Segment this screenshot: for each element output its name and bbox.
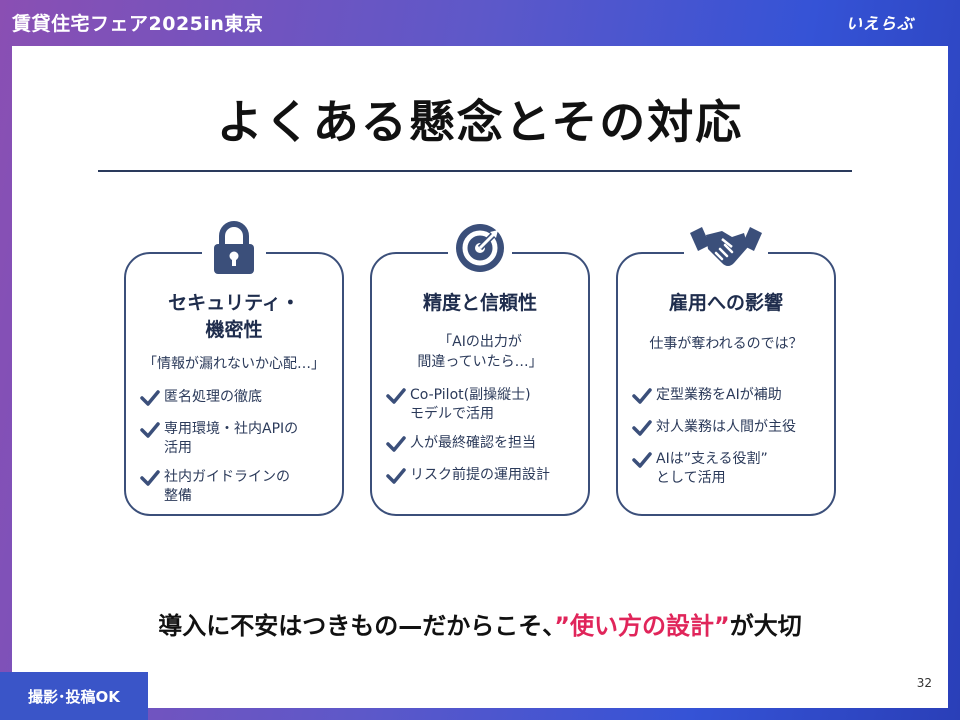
slide-title: よくある懸念とその対応 — [216, 95, 744, 149]
title-divider — [98, 170, 852, 172]
check-icon — [386, 468, 410, 488]
list-item: 専用環境・社内APIの 活用 — [140, 420, 334, 458]
list-item: 対人業務は人間が主役 — [632, 418, 826, 440]
list-item-text: 専用環境・社内APIの 活用 — [164, 421, 299, 456]
footer-message: 導入に不安はつきもの—だからこそ、”使い方の設計”が大切 — [12, 606, 948, 641]
card-accuracy: 精度と信頼性 「AIの出力が 間違っていたら…」 Co-Pilot(副操縦士) … — [370, 216, 590, 516]
list-item-text: 社内ガイドラインの 整備 — [164, 469, 290, 504]
list-item-text: AIは”支える役割” として活用 — [656, 451, 768, 486]
list-item-text: 人が最終確認を担当 — [410, 435, 536, 451]
photo-ok-badge: 撮影･投稿OK — [0, 672, 148, 720]
card-title: セキュリティ・ 機密性 — [168, 292, 300, 341]
list-item-text: 定型業務をAIが補助 — [656, 387, 782, 403]
target-icon — [448, 216, 512, 280]
list-item: 匿名処理の徹底 — [140, 388, 334, 410]
card-subtitle: 「AIの出力が 間違っていたら…」 — [417, 334, 543, 370]
bottom-strip — [148, 708, 960, 720]
footer-text-after: が大切 — [729, 612, 802, 640]
check-icon — [140, 390, 164, 410]
checklist: 定型業務をAIが補助 対人業務は人間が主役 AIは”支える役割” として活用 — [632, 386, 826, 498]
check-icon — [140, 422, 164, 442]
list-item: リスク前提の運用設計 — [386, 466, 580, 488]
list-item-text: 対人業務は人間が主役 — [656, 419, 796, 435]
list-item: 人が最終確認を担当 — [386, 434, 580, 456]
checklist: 匿名処理の徹底 専用環境・社内APIの 活用 社内ガイドラインの 整備 — [140, 388, 334, 516]
footer-highlight: ”使い方の設計” — [554, 612, 730, 640]
handshake-icon — [684, 216, 768, 280]
slide-panel: よくある懸念とその対応 セキュリティ・ 機密性 「情報が漏れないか心配…」 匿名… — [12, 46, 948, 708]
card-title: 精度と信頼性 — [422, 292, 537, 314]
list-item-text: 匿名処理の徹底 — [164, 389, 262, 405]
card-employment: 雇用への影響 仕事が奪われるのでは？ 定型業務をAIが補助 対人業務は人間が主役… — [616, 216, 836, 516]
list-item-text: Co-Pilot(副操縦士) モデルで活用 — [410, 387, 531, 422]
list-item-text: リスク前提の運用設計 — [410, 467, 550, 483]
check-icon — [140, 470, 164, 490]
list-item: Co-Pilot(副操縦士) モデルで活用 — [386, 386, 580, 424]
list-item: AIは”支える役割” として活用 — [632, 450, 826, 488]
list-item: 定型業務をAIが補助 — [632, 386, 826, 408]
card-subtitle: 仕事が奪われるのでは？ — [649, 336, 803, 352]
check-icon — [632, 388, 656, 408]
brand-logo: いえらぶ — [845, 14, 914, 33]
check-icon — [386, 436, 410, 456]
top-bar: 賃貸住宅フェア2025in東京 いえらぶ — [0, 0, 960, 46]
lock-icon — [202, 216, 266, 280]
check-icon — [632, 452, 656, 472]
list-item: 社内ガイドラインの 整備 — [140, 468, 334, 506]
check-icon — [632, 420, 656, 440]
check-icon — [386, 388, 410, 408]
event-title: 賃貸住宅フェア2025in東京 — [12, 13, 264, 35]
page-number: 32 — [916, 676, 932, 690]
card-subtitle: 「情報が漏れないか心配…」 — [143, 356, 325, 372]
card-security: セキュリティ・ 機密性 「情報が漏れないか心配…」 匿名処理の徹底 専用環境・社… — [124, 216, 344, 516]
card-title: 雇用への影響 — [668, 292, 783, 314]
footer-text-before: 導入に不安はつきもの—だからこそ、 — [158, 612, 555, 640]
checklist: Co-Pilot(副操縦士) モデルで活用 人が最終確認を担当 リスク前提の運用… — [386, 386, 580, 498]
